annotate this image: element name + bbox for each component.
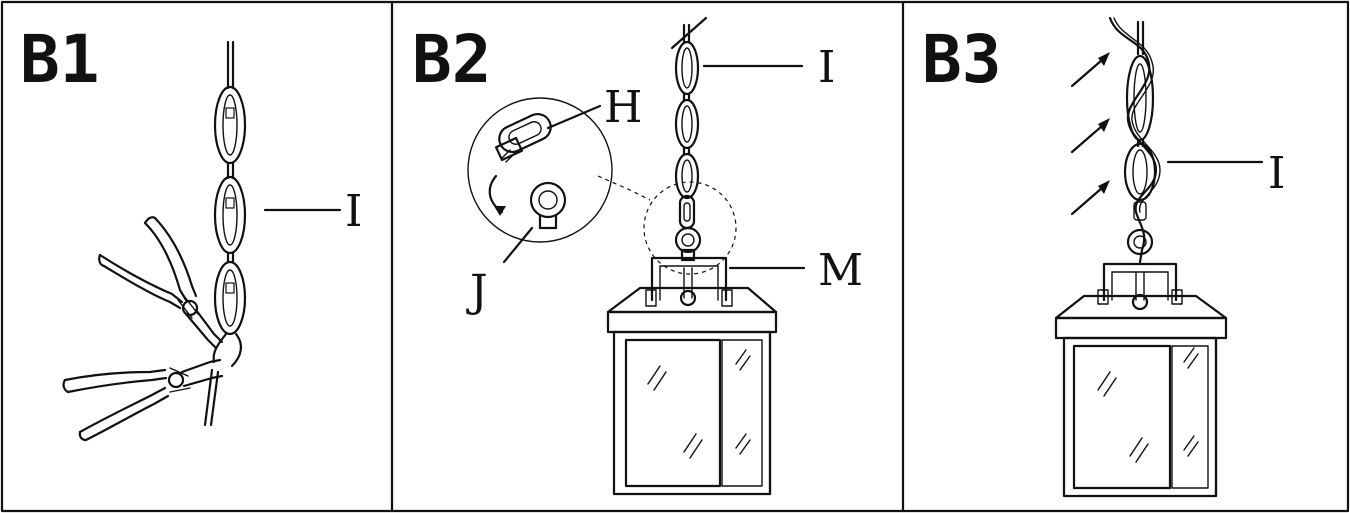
b2-detail-target-circle	[643, 181, 737, 275]
b2-rotate-arrowhead	[494, 206, 506, 216]
b3-wire	[1108, 16, 1161, 264]
b3-thread-arrows	[1070, 52, 1110, 216]
panel-b3-title: B3	[922, 21, 1001, 98]
b3-callout-chain: I	[1268, 148, 1285, 199]
b1-callout-chain: I	[345, 186, 362, 237]
b2-callout-canopy-bracket: M	[818, 245, 863, 296]
panel-b2: B2	[412, 16, 863, 496]
panel-b2-title: B2	[412, 21, 491, 98]
panel-b3: B3 I	[922, 16, 1285, 498]
b2-callout-chain: I	[818, 42, 835, 93]
b2-mounting-loop	[529, 181, 567, 230]
panel-b1: B1 I	[20, 21, 362, 442]
b2-detail-zoom-circle	[467, 97, 613, 243]
b2-leader-screw-collar-loop	[546, 104, 602, 130]
b2-callout-mounting-loop: J	[466, 266, 488, 317]
b1-chain	[203, 40, 247, 427]
b3-lantern	[1054, 262, 1228, 498]
b2-chain	[674, 23, 702, 262]
b1-pliers-upper	[98, 216, 224, 350]
b2-lantern	[606, 256, 778, 496]
b2-detail-connector	[597, 175, 651, 201]
b2-callout-screw-collar-loop: H	[604, 82, 642, 133]
panel-b1-title: B1	[20, 21, 99, 98]
b1-pliers-lower	[62, 358, 224, 442]
b2-leader-mounting-loop	[502, 226, 534, 264]
b2-screw-collar-loop	[494, 112, 552, 163]
